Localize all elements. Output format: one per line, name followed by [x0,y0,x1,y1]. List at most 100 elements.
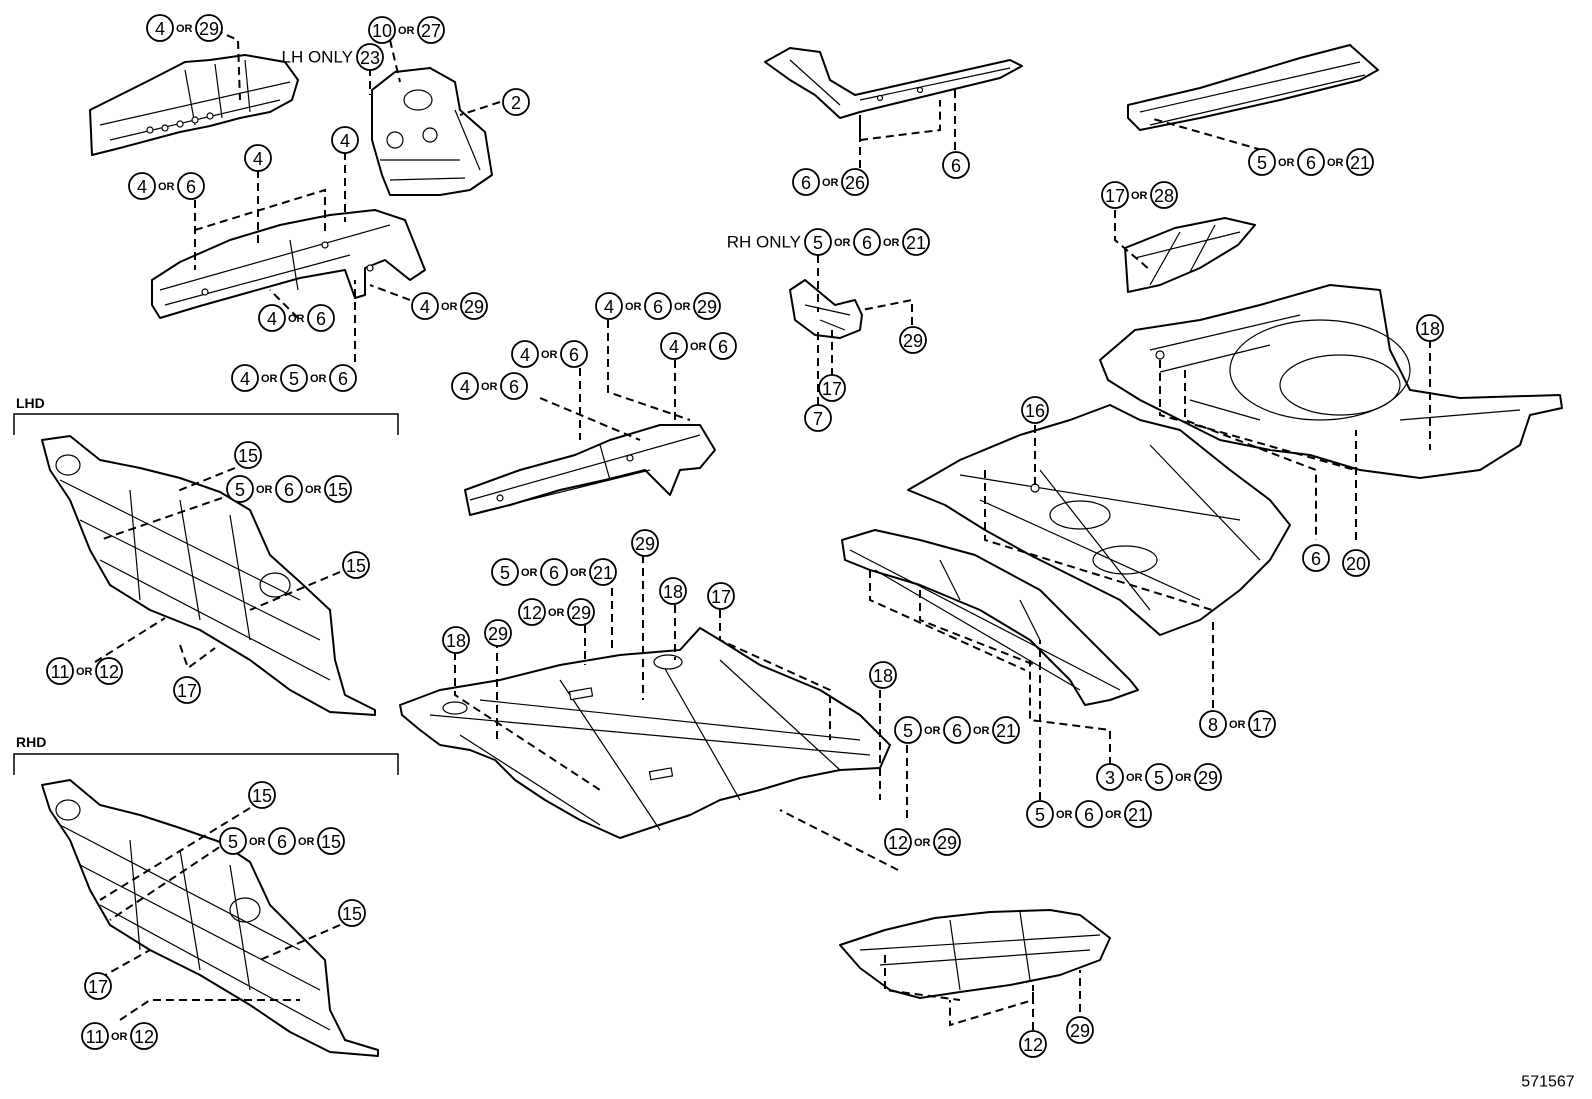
or-separator: OR [1229,719,1246,731]
or-separator: OR [822,177,839,189]
part-number: 6 [569,345,579,365]
callout-circle [1026,800,1054,828]
callout-circle [219,827,247,855]
part-number: 5 [903,721,913,741]
part-number: 6 [186,177,196,197]
callout-circle [356,43,384,71]
part-number: 2 [511,93,521,113]
rear-floor-side-member [1127,44,1379,131]
or-separator: OR [973,725,990,737]
part-number: 12 [1023,1035,1043,1055]
or-separator: OR [76,666,93,678]
callout-circle [1248,710,1276,738]
callout-circle [130,1022,158,1050]
callout-circle [644,292,672,320]
or-separator: OR [1126,772,1143,784]
callout-circle [173,676,201,704]
or-separator: OR [570,567,587,579]
callout-rear-20: 20 [1342,549,1370,577]
part-number: 6 [1084,805,1094,825]
part-number: 12 [888,833,908,853]
callout-bottom-12: 12 [1019,1030,1047,1058]
callout-floor-17: 17 [707,582,735,610]
callout-circle [818,374,846,402]
callout-apron-4a: 4 [331,126,359,154]
callout-rear-18: 18 [1416,314,1444,342]
callout-circle [1145,763,1173,791]
callout-circle [902,228,930,256]
part-number: 15 [238,446,258,466]
callout-circle [1124,800,1152,828]
or-separator: OR [914,837,931,849]
part-number: 6 [1311,549,1321,569]
or-separator: OR [625,301,642,313]
part-number: 4 [267,309,277,329]
callout-lhd-15a: 15 [234,441,262,469]
part-number: 29 [697,297,717,317]
or-separator: OR [690,341,707,353]
part-number: 4 [520,345,530,365]
callout-circle [595,292,623,320]
part-number: 17 [822,379,842,399]
part-number: 4 [604,297,614,317]
part-number: 18 [446,631,466,651]
callout-circle [46,657,74,685]
callout-circle [1096,763,1124,791]
callout-circle [324,475,352,503]
callout-rear-6: 6 [1302,544,1330,572]
callout-circle [589,558,617,586]
part-number: 28 [1154,186,1174,206]
or-separator: OR [305,484,322,496]
callout-circle [660,332,688,360]
callout-circle [1416,314,1444,342]
part-number: 21 [1128,805,1148,825]
part-number: 6 [1306,153,1316,173]
part-number: 4 [155,19,165,39]
part-number: 5 [500,563,510,583]
callout-circle [95,657,123,685]
lh-only-note: LH ONLY [282,48,354,67]
lhd-label: LHD [16,395,45,411]
part-number: 6 [509,377,519,397]
callout-circle [511,340,539,368]
or-separator: OR [441,301,458,313]
callout-circle [841,168,869,196]
callout-circle [248,781,276,809]
or-separator: OR [298,836,315,848]
part-number: 6 [316,309,326,329]
floor-tunnel-reinforcement [841,529,1139,706]
part-number: 6 [952,721,962,741]
roof-side-rail-front [764,47,1023,119]
or-separator: OR [834,237,851,249]
callout-circle [631,529,659,557]
callout-circle [177,172,205,200]
callout-circle [1019,1030,1047,1058]
callout-circle [693,292,721,320]
callout-rhd-15b: 15 [338,899,366,927]
callout-circle [804,228,832,256]
part-number: 15 [252,786,272,806]
callout-bracket-29: 29 [899,326,927,354]
callout-circle [942,151,970,179]
callout-floor-18-right: 18 [869,661,897,689]
callout-rail-4-6: 4 OR 6 [128,172,205,200]
or-separator: OR [1175,772,1192,784]
callout-circle [1150,181,1178,209]
callout-circle [560,340,588,368]
or-separator: OR [158,181,175,193]
callout-circle [484,619,512,647]
part-number: 17 [88,977,108,997]
front-side-member-upper [89,54,299,156]
callout-circle [709,332,737,360]
callout-circle [331,126,359,154]
part-number: 17 [1252,715,1272,735]
part-number: 4 [137,177,147,197]
